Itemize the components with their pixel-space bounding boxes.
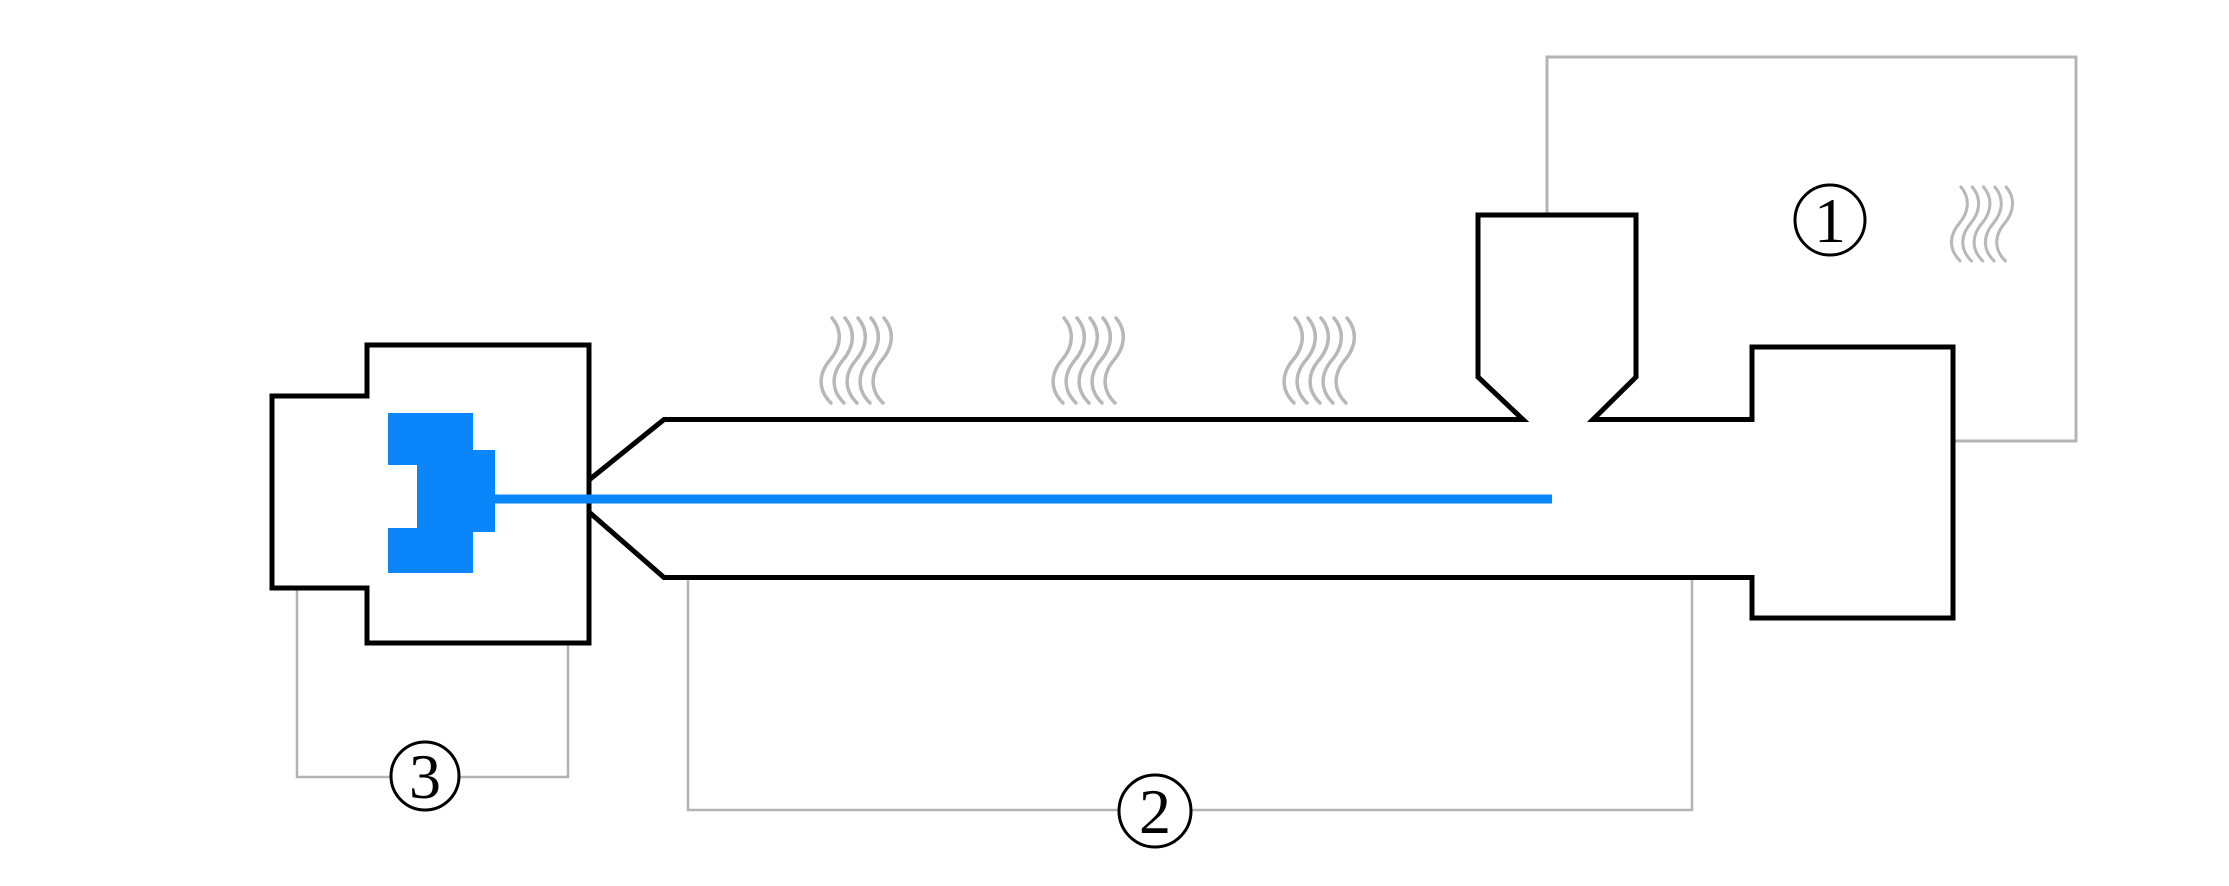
heat-waves-enclosure [1949, 185, 2015, 263]
label-badge-2: 2 [1117, 773, 1193, 849]
badge-3-circle [389, 740, 461, 812]
molded-part [388, 413, 495, 573]
bracket-barrel-leader [686, 579, 1694, 812]
badge-2-digit: 2 [1139, 776, 1171, 847]
badge-2-circle [1117, 773, 1193, 849]
heat-waves-barrel-3 [1282, 316, 1357, 405]
badge-1-circle [1793, 183, 1867, 257]
heat-waves-barrel-2 [1051, 316, 1126, 405]
heat-waves-barrel-1 [819, 316, 894, 405]
label-badge-3: 3 [389, 740, 461, 812]
melt-stream-line [493, 494, 1552, 504]
barrel-hopper-endcap-outline [586, 212, 1956, 621]
badge-3-digit: 3 [409, 741, 441, 812]
label-badge-1: 1 [1793, 183, 1867, 257]
badge-1-digit: 1 [1814, 185, 1846, 256]
